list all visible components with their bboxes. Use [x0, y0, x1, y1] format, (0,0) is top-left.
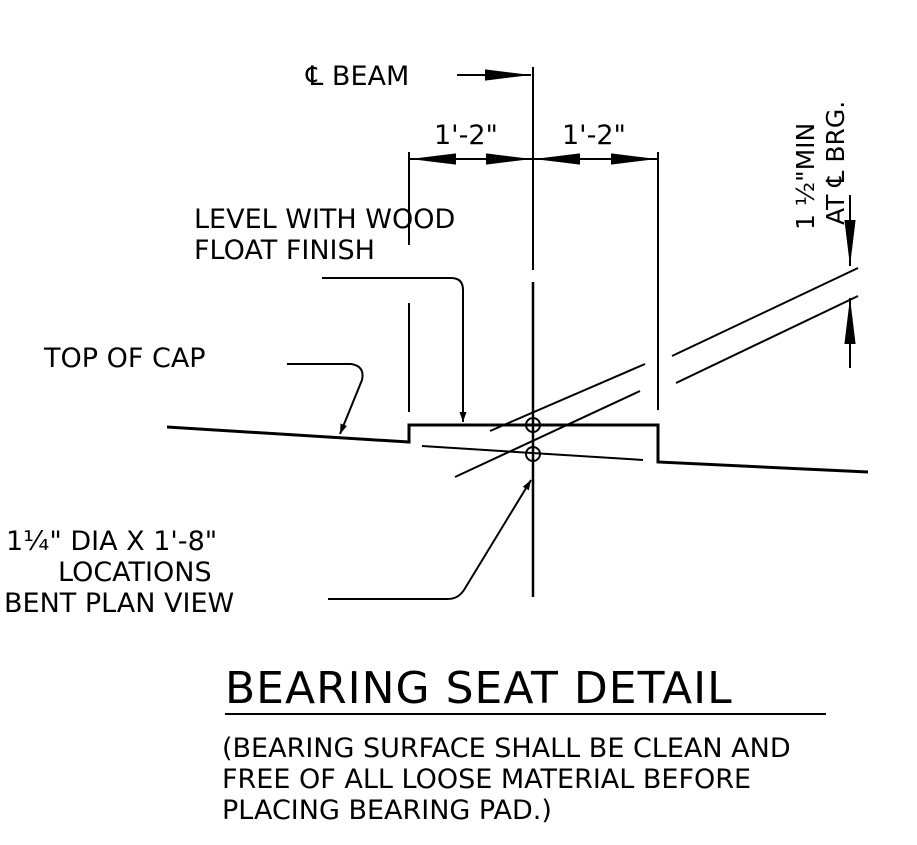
dowel-circle-lower — [525, 446, 541, 462]
bearing-line-upper-a — [489, 363, 646, 432]
cl-beam-label: ℄ BEAM — [305, 61, 409, 92]
min-dim-label-line1: 1 ½"MIN — [791, 123, 820, 230]
dowel-circle-upper — [525, 417, 541, 433]
dowel-label-line1: 1¼" DIA X 1'-8" — [6, 526, 217, 557]
level-finish-label-line2: FLOAT FINISH — [194, 235, 375, 266]
level-finish-leader — [322, 277, 467, 422]
top-of-cap-leader — [287, 363, 364, 435]
dim-left-label: 1'-2" — [434, 120, 498, 151]
note-line2: FREE OF ALL LOOSE MATERIAL BEFORE — [222, 764, 751, 795]
dowel-leader — [328, 479, 532, 600]
dowel-label-line2: LOCATIONS — [58, 557, 212, 588]
bearing-line-lower-b — [454, 390, 641, 478]
top-of-cap-label: TOP OF CAP — [43, 343, 206, 374]
note-line1: (BEARING SURFACE SHALL BE CLEAN AND — [222, 733, 791, 764]
note-line3: PLACING BEARING PAD.) — [222, 795, 552, 826]
level-finish-label-line1: LEVEL WITH WOOD — [194, 204, 455, 235]
top-of-cap-profile — [166, 423, 869, 474]
bearing-line-upper-b — [671, 267, 859, 357]
dowel-label-line3: BENT PLAN VIEW — [4, 588, 234, 619]
min-dim-label-line2: AT ℄ BRG. — [821, 101, 850, 225]
dim-right-label: 1'-2" — [562, 120, 626, 151]
bearing-line-upper-c — [675, 295, 859, 384]
detail-title: BEARING SEAT DETAIL — [225, 663, 733, 714]
bearing-line-lower-a — [421, 445, 644, 461]
